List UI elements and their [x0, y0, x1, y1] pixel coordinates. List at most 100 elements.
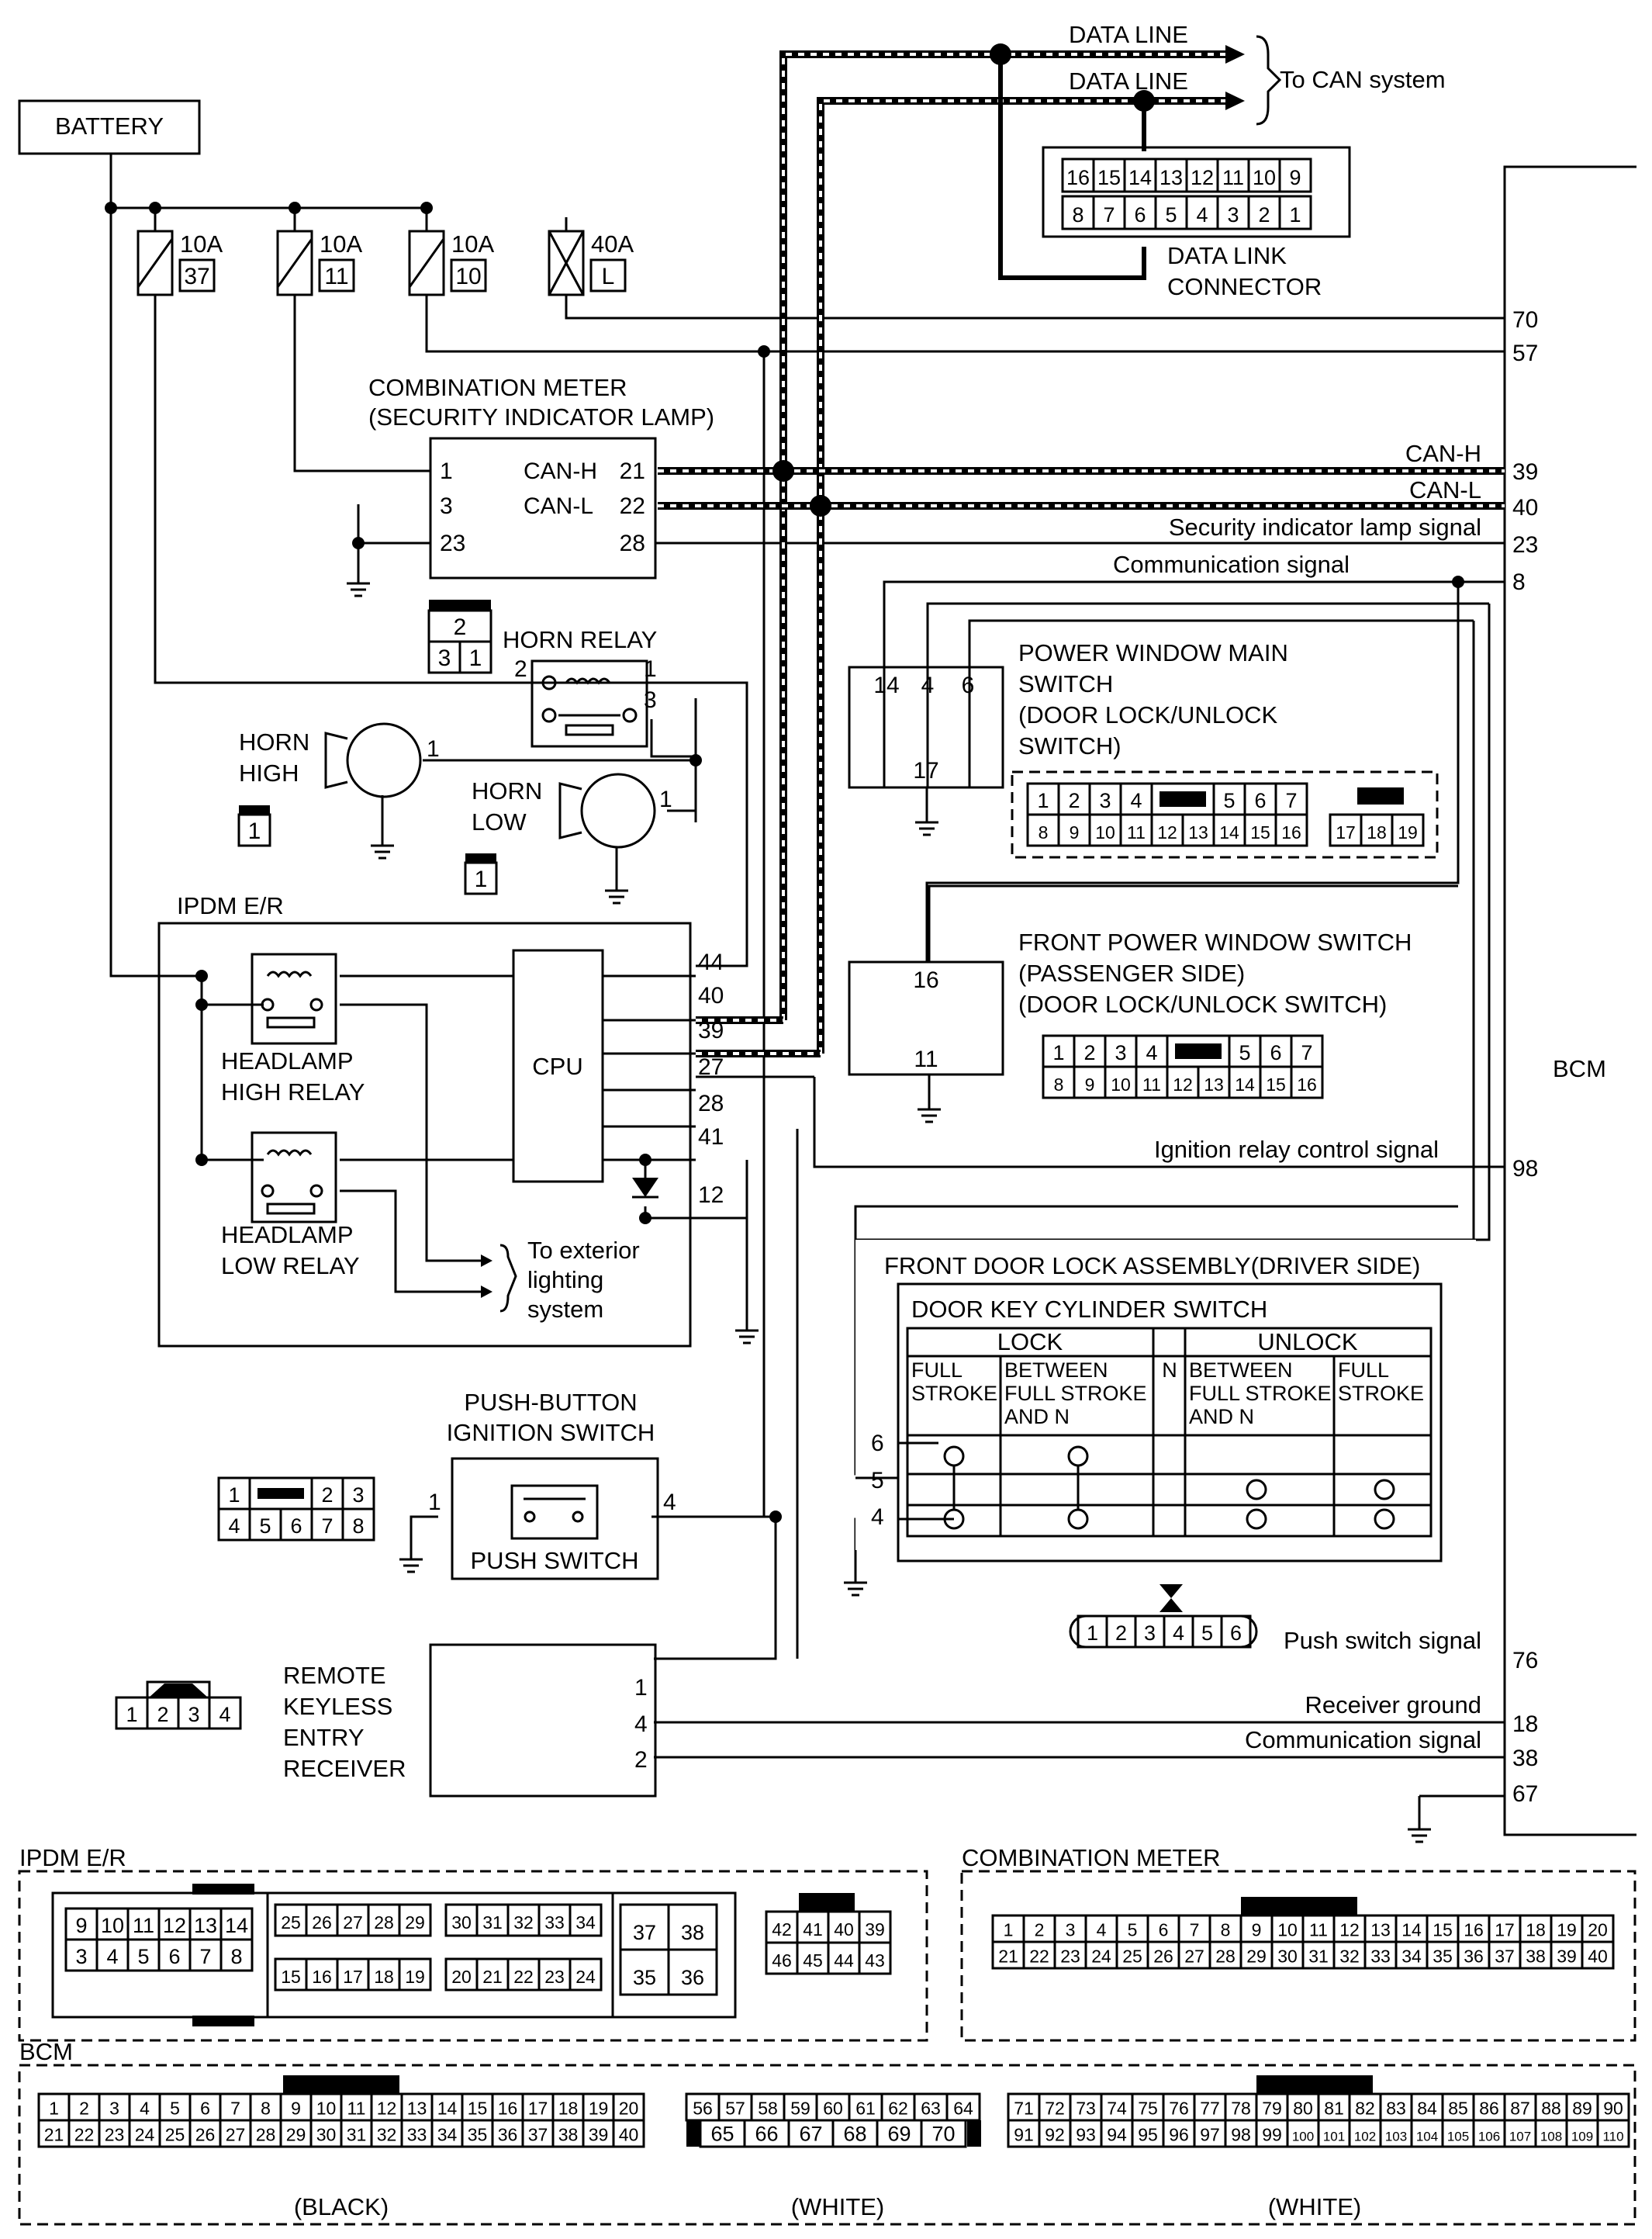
- pbis-conn-r2-pin: 8: [352, 1514, 364, 1538]
- rke-conn-pin: 1: [126, 1703, 137, 1726]
- meter-r1-pin: 4: [1097, 1920, 1107, 1940]
- bcm-a-r2-pin: 29: [286, 2125, 306, 2145]
- ipdm-title: IPDM E/R: [177, 892, 284, 919]
- ipdm-c-r1-pin: 34: [575, 1912, 596, 1933]
- sig-comm: Communication signal: [1113, 551, 1350, 578]
- rke-conn-pin: 4: [219, 1703, 230, 1726]
- bcm-a-r1-pin: 10: [316, 2099, 337, 2119]
- bcm-c-r1-pin: 89: [1572, 2099, 1592, 2119]
- fpw-conn-r2-pin: 10: [1111, 1075, 1131, 1095]
- bcm-c-r1-pin: 81: [1324, 2099, 1344, 2119]
- ipdm-a-r2-pin: 7: [199, 1945, 211, 1968]
- bcm-c-r2-pin: 99: [1262, 2125, 1282, 2145]
- horn-high-label-1: HORN: [239, 728, 309, 756]
- fuse-no-box: [318, 258, 355, 292]
- bcm-b-key-r: [967, 2120, 981, 2147]
- meter-r1-pin: 20: [1588, 1920, 1608, 1940]
- bcm-a-r1-pin: 20: [619, 2099, 639, 2119]
- pwm-conn-r2-pin: 11: [1127, 822, 1146, 843]
- door-conn-pin: 5: [1201, 1621, 1213, 1645]
- fuse-icon: [548, 230, 585, 296]
- rke-conn-key: [149, 1684, 208, 1697]
- meter-r2-pin: 28: [1215, 1947, 1236, 1967]
- bcm-a-r2-pin: 25: [165, 2125, 185, 2145]
- pwm-title-3: (DOOR LOCK/UNLOCK: [1018, 701, 1277, 728]
- fuse-no: 37: [184, 264, 209, 289]
- door-sub: DOOR KEY CYLINDER SWITCH: [911, 1296, 1267, 1323]
- ipdm-a-r2-pin: 3: [75, 1945, 87, 1968]
- bcm-a-r2-pin: 32: [377, 2125, 397, 2145]
- ipdm-e-r2-pin: 44: [834, 1950, 854, 1971]
- pbis-switch-label: PUSH SWITCH: [471, 1547, 639, 1574]
- meter-r2-pin: 21: [998, 1947, 1018, 1967]
- sig-can-l: CAN-L: [1409, 476, 1481, 504]
- meter-r2-pin: 39: [1557, 1947, 1577, 1967]
- bcm-c-r2-pin: 98: [1231, 2125, 1251, 2145]
- bcm-b-key-l: [686, 2120, 700, 2147]
- fpw-conn-r2-pin: 15: [1266, 1075, 1286, 1095]
- ipdm-d-r2-pin: 35: [633, 1966, 656, 1989]
- ipdm-er: IPDM E/R CPU HEADLAMP HIGH RELAY HEADLAM…: [157, 892, 724, 1348]
- ipdm-c-r2-pin: 22: [513, 1967, 534, 1987]
- bcm-a-r1-pin: 4: [140, 2099, 150, 2119]
- pwm-conn-b-cell: [1391, 813, 1425, 847]
- meter-pin-21: 21: [620, 459, 645, 484]
- bcm-c-r2-pin: 104: [1416, 2130, 1438, 2144]
- fpw-conn-r1b-pin: 7: [1301, 1041, 1312, 1064]
- ipdm-c-r2-pin: 23: [544, 1967, 565, 1987]
- bcm-b-r2-pin: 69: [887, 2123, 911, 2146]
- bcm: BCM 70 57 39 40 23 8 98 76 18 38 67: [1512, 307, 1606, 1807]
- bcm-c-r1-pin: 74: [1107, 2099, 1127, 2119]
- meter-r1-pin: 15: [1433, 1920, 1453, 1940]
- door-between-u1: BETWEEN: [1189, 1358, 1293, 1382]
- bcm-label: BCM: [1553, 1055, 1606, 1082]
- data-line-1: DATA LINE: [1069, 21, 1188, 48]
- bcm-c-r2-pin: 106: [1478, 2130, 1500, 2144]
- fuse-icon: [276, 230, 313, 296]
- bcm-a-r1-pin: 3: [109, 2099, 119, 2119]
- meter-pin-23: 23: [440, 531, 465, 556]
- meter-r2-cell: [1581, 1940, 1615, 1970]
- fpw-conn-r1b-pin: 6: [1270, 1041, 1281, 1064]
- dlc-r1-pin: 10: [1253, 166, 1276, 189]
- bcm-pin-38: 38: [1512, 1746, 1538, 1771]
- ipdm-b-r2-pin: 15: [281, 1967, 301, 1987]
- meter-r2-pin: 24: [1091, 1947, 1111, 1967]
- ipdm-a-r1-pin: 9: [75, 1914, 87, 1937]
- sig-comm-2: Communication signal: [1245, 1726, 1481, 1753]
- bcm-b-r1-pin: 56: [693, 2099, 713, 2119]
- data-line-2: DATA LINE: [1069, 67, 1188, 95]
- ipdm-b-r2-cell: [398, 1957, 432, 1992]
- ipdm-c-r1-pin: 31: [482, 1912, 503, 1933]
- bcm-a-r2-pin: 27: [226, 2125, 246, 2145]
- dlc-r2-pin: 3: [1227, 203, 1239, 227]
- combination-meter: COMBINATION METER (SECURITY INDICATOR LA…: [368, 374, 714, 580]
- fuse-no-box: [589, 258, 627, 292]
- horn-high-pin: 1: [427, 736, 440, 762]
- pbis-conn-pin: 2: [321, 1483, 333, 1507]
- ipdm-b-r1-pin: 29: [405, 1912, 425, 1933]
- fpw-conn-r2-cell: [1290, 1065, 1324, 1099]
- meter-r2-pin: 30: [1277, 1947, 1298, 1967]
- door-between-3: AND N: [1004, 1405, 1070, 1428]
- ipdm-c-r2-pin: 24: [575, 1967, 596, 1987]
- ipdm-pin-28: 28: [698, 1091, 724, 1116]
- meter-r1-pin: 13: [1370, 1920, 1391, 1940]
- fuse-element: [408, 238, 445, 288]
- fpw-conn-r2-pin: 8: [1054, 1075, 1064, 1095]
- ipdm-b-r2-pin: 19: [405, 1967, 425, 1987]
- meter-r1-pin: 1: [1004, 1920, 1014, 1940]
- dlc-r2-cell: [1278, 195, 1312, 230]
- junction-dots: [105, 43, 1464, 1523]
- meter-title-2: (SECURITY INDICATOR LAMP): [368, 403, 714, 431]
- fuse-no-box: [178, 258, 216, 292]
- bcm-pin-76: 76: [1512, 1648, 1538, 1673]
- bcm-b-r1-pin: 58: [758, 2099, 778, 2119]
- bcm-a-r1-pin: 5: [170, 2099, 180, 2119]
- bcm-a-r2-pin: 36: [498, 2125, 518, 2145]
- conn-meter-title: COMBINATION METER: [962, 1844, 1221, 1871]
